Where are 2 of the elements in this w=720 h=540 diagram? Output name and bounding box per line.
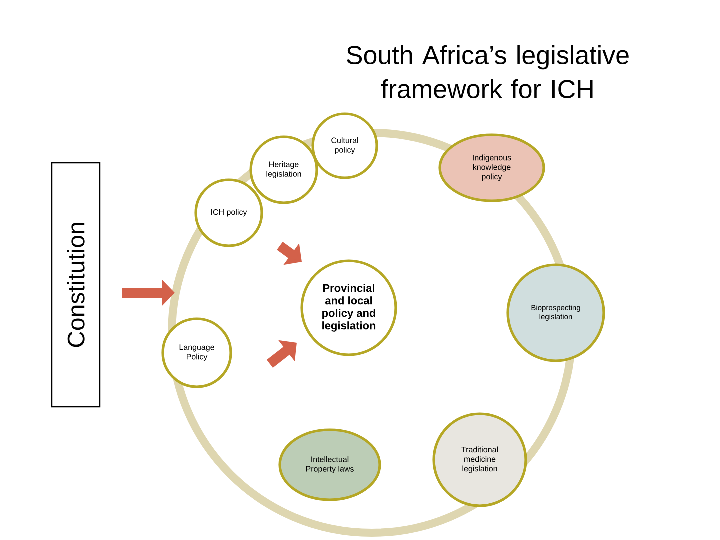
constitution-box: Constitution — [51, 162, 101, 408]
title: South Africa’s legislative framework for ICH — [347, 45, 629, 99]
